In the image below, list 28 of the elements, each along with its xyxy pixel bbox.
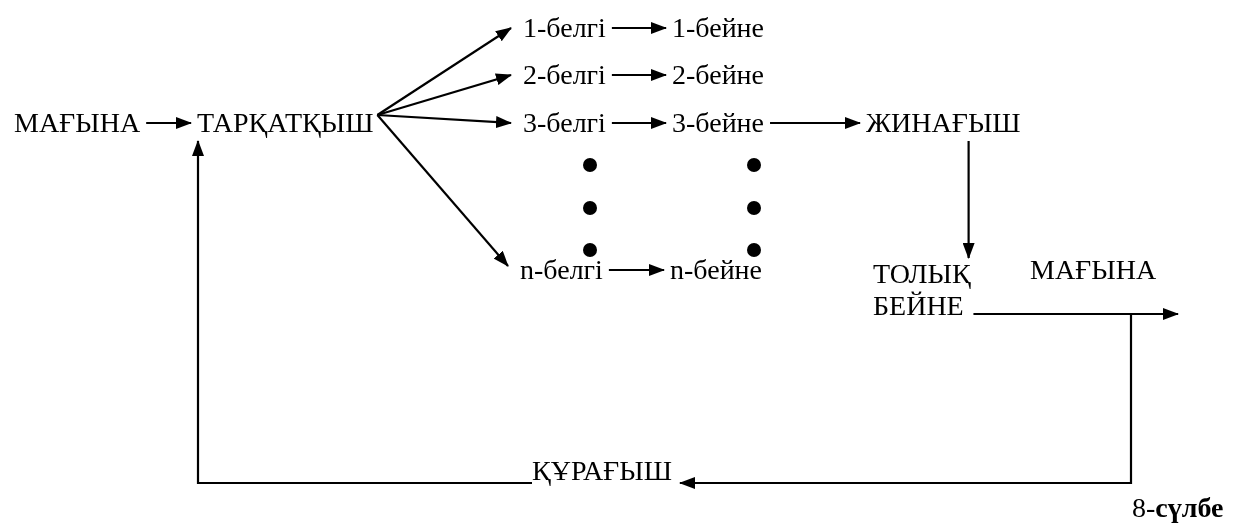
- arrow: [146, 117, 192, 129]
- term-label: 2-бейне: [672, 59, 765, 91]
- arrow: [611, 22, 667, 34]
- arrow: [192, 140, 532, 485]
- arrow: [608, 264, 665, 276]
- figure-caption: 8-сүлбе: [1132, 492, 1224, 524]
- arrow: [678, 312, 1133, 489]
- term-label: 3-белгі: [523, 107, 606, 139]
- term-label: МАҒЫНА: [14, 107, 141, 139]
- term-label: ТАРҚАТҚЫШ: [197, 107, 374, 139]
- arrow: [770, 117, 861, 129]
- arrow: [962, 141, 975, 259]
- arrow: [376, 27, 512, 116]
- term-label: ТОЛЫҚ БЕЙНЕ: [873, 258, 1003, 322]
- arrow: [377, 73, 512, 117]
- arrow: [376, 114, 509, 267]
- arrow: [377, 113, 512, 129]
- term-label: 1-бейне: [672, 12, 765, 44]
- term-label: 2-белгі: [523, 59, 606, 91]
- arrow: [611, 69, 667, 81]
- term-label: 3-бейне: [672, 107, 765, 139]
- edge-label: МАҒЫНА: [1030, 254, 1157, 286]
- term-label: 1-белгі: [523, 12, 606, 44]
- term-label: ЖИНАҒЫШ: [866, 107, 1021, 139]
- term-label: ҚҰРАҒЫШ: [532, 455, 672, 487]
- term-label: n-бейне: [670, 254, 763, 286]
- arrow: [611, 117, 667, 129]
- term-label: n-белгі: [520, 254, 603, 286]
